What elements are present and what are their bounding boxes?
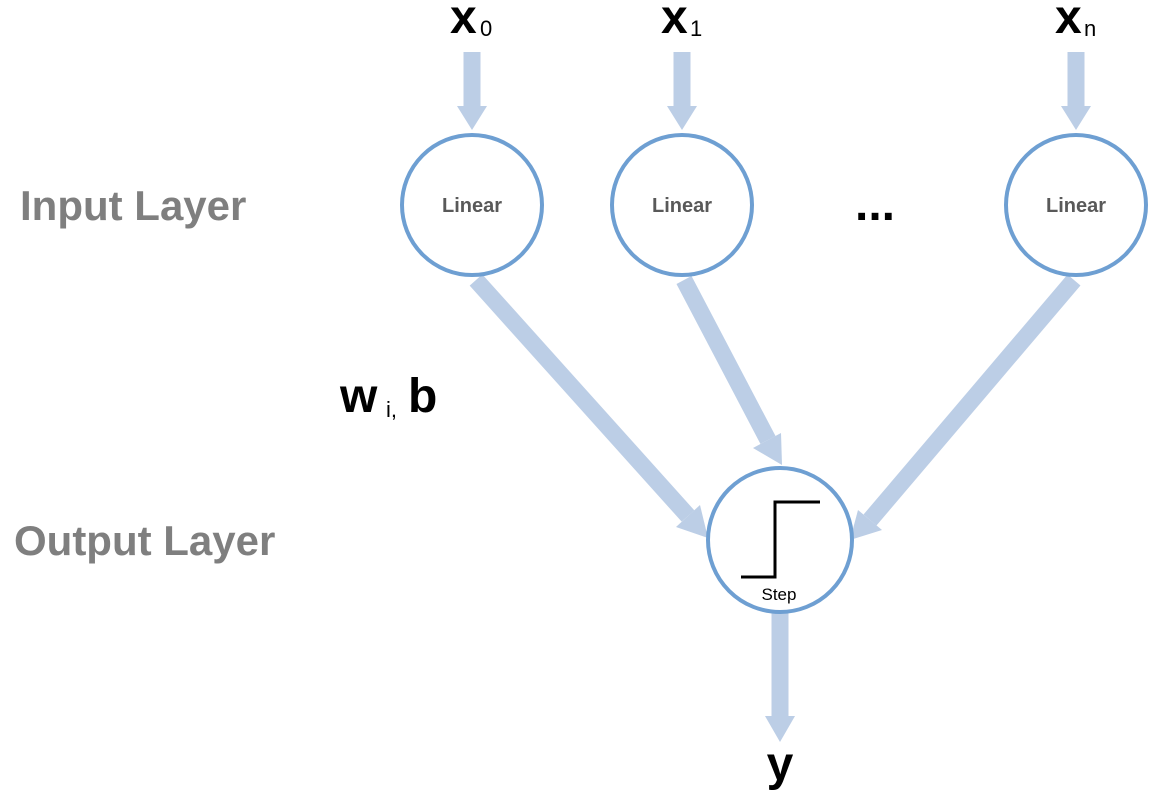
svg-text:w: w (339, 370, 378, 423)
svg-text:Step: Step (762, 585, 797, 604)
output-arrow (765, 610, 795, 742)
input-xn-label: x n (1055, 0, 1096, 44)
svg-text:0: 0 (480, 16, 492, 41)
svg-text:b: b (408, 370, 437, 423)
svg-text:1: 1 (690, 16, 702, 41)
input-x0-label: x 0 (450, 0, 492, 44)
svg-text:x: x (1055, 0, 1082, 44)
weights-bias-label: w i, b (339, 370, 437, 423)
connection-arrow-n (850, 274, 1081, 540)
input-arrow-1 (667, 52, 697, 130)
input-x1-label: x 1 (661, 0, 702, 44)
output-layer-label: Output Layer (14, 517, 275, 564)
step-function-icon (741, 500, 820, 579)
input-node-n: Linear (1004, 133, 1148, 277)
connection-arrow-1 (676, 276, 782, 465)
output-y-label: y (767, 738, 794, 791)
output-node: Step (706, 466, 854, 614)
input-layer-label: Input Layer (20, 182, 246, 229)
svg-text:Linear: Linear (442, 195, 502, 217)
svg-text:Linear: Linear (652, 195, 712, 217)
input-node-1: Linear (610, 133, 754, 277)
input-arrow-n (1061, 52, 1091, 130)
ellipsis: ... (855, 178, 895, 231)
svg-text:Linear: Linear (1046, 195, 1106, 217)
input-arrow-0 (457, 52, 487, 130)
connection-arrow-0 (469, 274, 708, 538)
svg-text:x: x (661, 0, 688, 44)
svg-text:x: x (450, 0, 477, 44)
input-node-0: Linear (400, 133, 544, 277)
svg-text:i,: i, (386, 397, 397, 422)
svg-text:n: n (1084, 16, 1096, 41)
